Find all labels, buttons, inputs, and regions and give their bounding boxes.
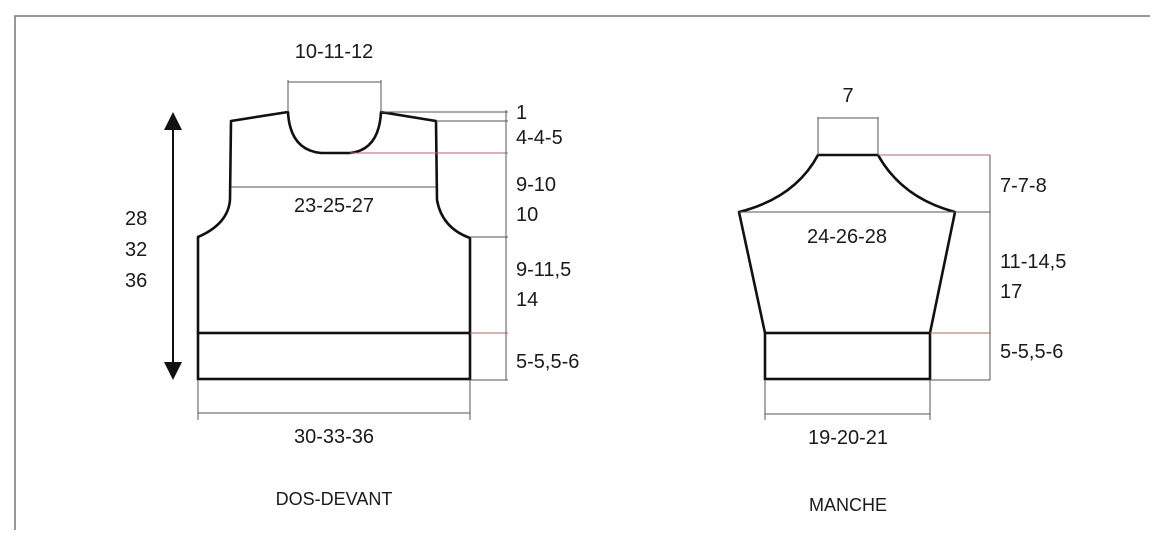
total-length-label-1: 28	[125, 208, 147, 230]
neck-width-label: 10-11-12	[295, 41, 374, 63]
armhole-height-label-2: 10	[516, 204, 538, 226]
front-body-outline	[196, 110, 472, 333]
side-height-label-2: 14	[516, 289, 538, 311]
sleeve-cap-height-label: 7-7-8	[1000, 175, 1047, 197]
neck-depth-label: 4-4-5	[516, 127, 563, 149]
sleeve-title: MANCHE	[809, 495, 887, 515]
front-back-piece: 10-11-12 1 4-4-5 23-25-27 9-10 10 9-11,5…	[125, 41, 579, 509]
sleeve-piece: 7 7-7-8 24-26-28 11-14,5 17 5-5,5-6 19-2…	[737, 85, 1066, 515]
front-width-label: 30-33-36	[294, 426, 374, 448]
sleeve-top-width-label: 7	[842, 85, 853, 107]
sleeve-outline	[737, 153, 957, 334]
total-length-label-3: 36	[125, 270, 147, 292]
side-height-label-1: 9-11,5	[516, 259, 571, 281]
armhole-width-label: 23-25-27	[294, 195, 374, 217]
sleeve-body-height-label-2: 17	[1000, 281, 1022, 303]
sleeve-rib-height-label: 5-5,5-6	[1000, 341, 1063, 363]
sleeve-width-label: 24-26-28	[807, 226, 887, 248]
sleeve-cuff-band	[763, 331, 932, 381]
sleeve-body-height-label-1: 11-14,5	[1000, 251, 1066, 273]
total-length-label-2: 32	[125, 239, 147, 261]
front-rib-band	[196, 331, 472, 381]
diagram-frame	[14, 15, 1150, 530]
front-rib-height-label: 5-5,5-6	[516, 351, 579, 373]
shoulder-drop-label: 1	[516, 102, 527, 124]
front-title: DOS-DEVANT	[276, 489, 393, 509]
double-arrow-vertical-icon	[164, 112, 182, 380]
armhole-height-label-1: 9-10	[516, 174, 556, 196]
cuff-width-label: 19-20-21	[808, 427, 888, 449]
